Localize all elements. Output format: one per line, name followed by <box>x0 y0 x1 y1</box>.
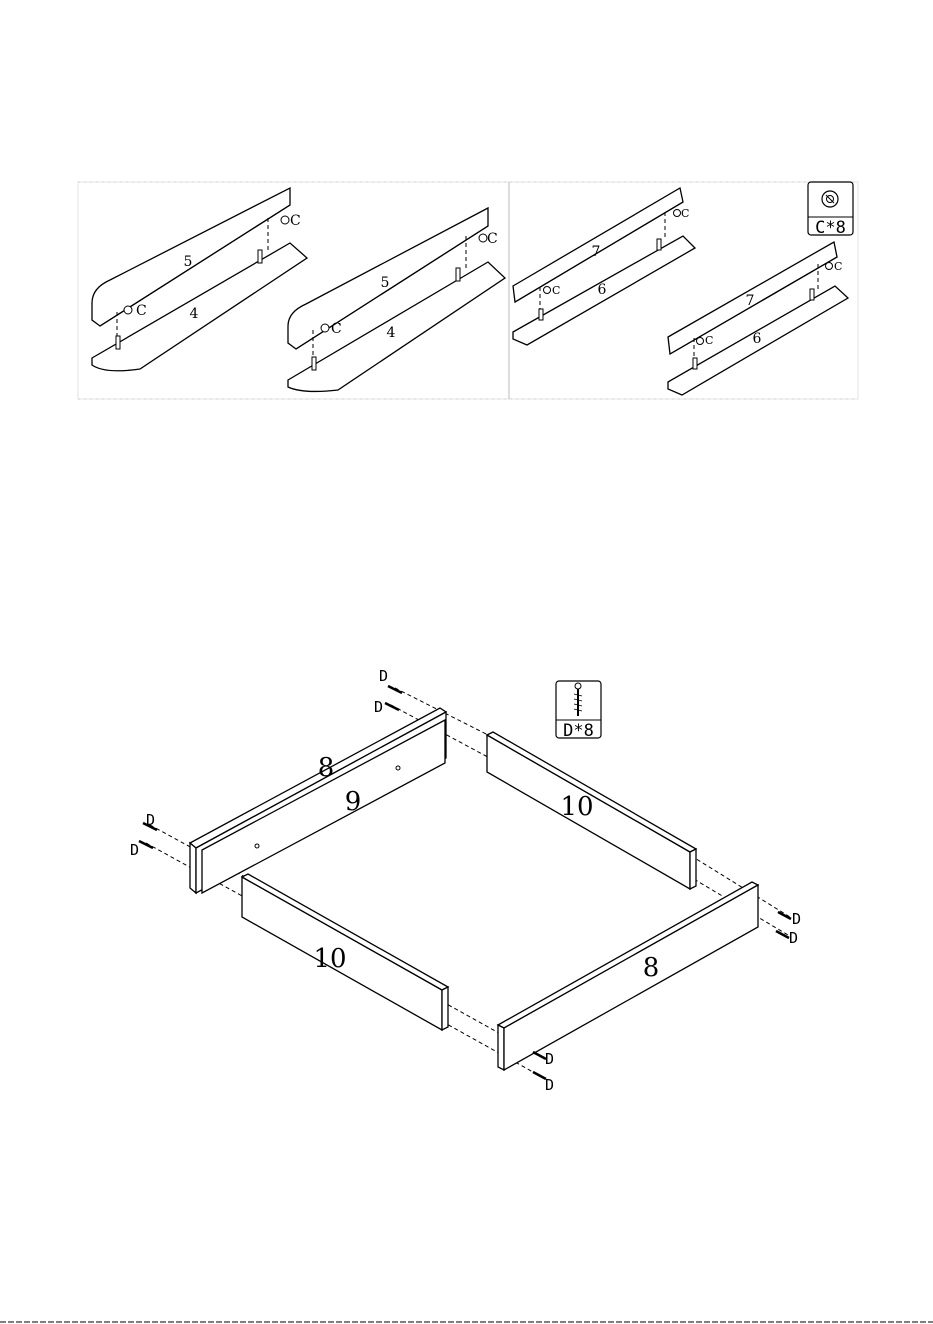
screw-d-label-3: D <box>146 811 155 829</box>
fastener-c-label-a1: C <box>136 303 147 319</box>
panel-9-label: 9 <box>345 787 362 817</box>
panel-8-label-front: 8 <box>318 753 335 783</box>
fastener-c-label-c1: C <box>552 284 560 297</box>
hardware-box-d: D*8 <box>556 681 601 741</box>
fastener-c-label-d1: C <box>705 334 713 347</box>
panel-7-label-c: 7 <box>592 244 601 260</box>
panel-4-label-a: 4 <box>190 306 199 322</box>
step1-pair-b <box>288 208 505 391</box>
panel-4-label-b: 4 <box>387 325 396 341</box>
panel-10-label-left: 10 <box>313 944 346 974</box>
step1-pair-a <box>92 188 307 371</box>
screw-d-label-7: D <box>545 1050 554 1068</box>
cam-lock-icon <box>822 191 838 207</box>
panel-6-label-c: 6 <box>598 282 607 298</box>
step1-pair-c <box>513 188 695 345</box>
panel-8-right <box>498 882 758 1070</box>
panel-6-label-d: 6 <box>753 331 762 347</box>
panel-5-label-b: 5 <box>381 275 390 291</box>
fastener-c-label-b2: C <box>487 231 498 247</box>
panel-7-label-d: 7 <box>746 293 755 309</box>
fastener-c-label-d2: C <box>834 260 842 273</box>
screw-d-label-5: D <box>792 910 801 928</box>
fastener-c-label-c2: C <box>681 207 689 220</box>
panel-5-label-a: 5 <box>184 254 193 270</box>
fastener-c-label-b1: C <box>331 321 342 337</box>
hardware-box-c: C*8 <box>808 182 853 238</box>
panel-10-label-back: 10 <box>560 792 593 822</box>
hardware-d-label: D*8 <box>563 721 594 741</box>
screw-d-label-6: D <box>789 929 798 947</box>
hardware-c-label: C*8 <box>815 218 846 238</box>
screw-d-label-8: D <box>545 1076 554 1094</box>
fastener-c-label-a2: C <box>290 213 301 229</box>
screw-d-label-4: D <box>130 841 139 859</box>
screw-d-label-2: D <box>374 698 383 716</box>
step1-pair-d <box>668 242 848 395</box>
screw-d-label-1: D <box>379 667 388 685</box>
panel-8-9-front <box>190 708 446 893</box>
panel-8-label-right: 8 <box>643 953 660 983</box>
